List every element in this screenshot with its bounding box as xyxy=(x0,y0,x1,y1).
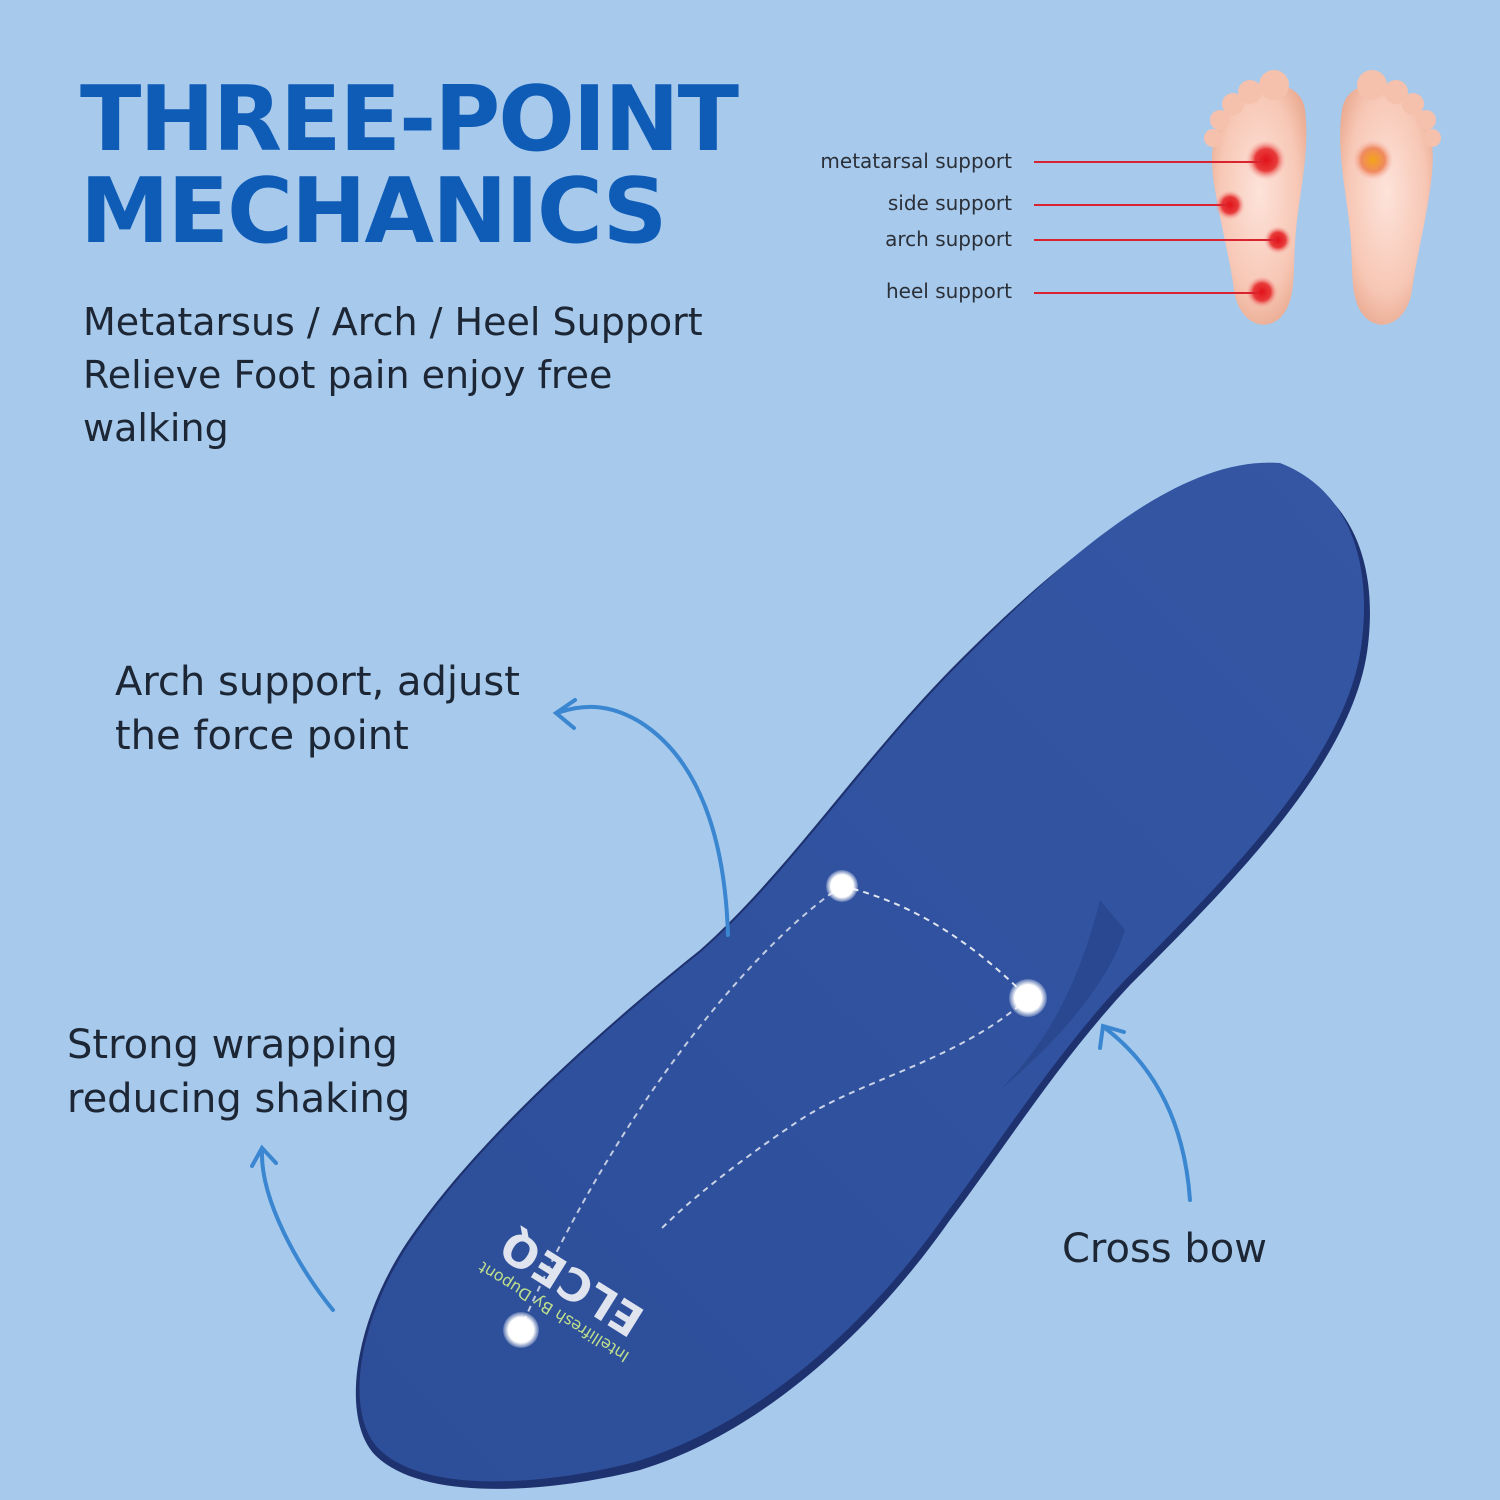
wrapping-callout: Strong wrapping reducing shaking xyxy=(67,1018,410,1126)
arch-support-callout: Arch support, adjust the force point xyxy=(115,655,520,763)
foot-diagram xyxy=(1034,70,1441,325)
headline-line-2: MECHANICS xyxy=(80,159,667,264)
crossbow-arrow xyxy=(1103,1026,1192,1202)
insole-surface xyxy=(359,462,1365,1482)
heel-point-marker xyxy=(503,1312,539,1348)
force-line-lower xyxy=(659,997,1029,1231)
subtitle-line-1: Metatarsus / Arch / Heel Support xyxy=(83,300,703,344)
insole: ELCEQ Intellifresh By Dupont xyxy=(355,462,1370,1489)
metatarsal-support-label: metatarsal support xyxy=(820,149,1012,173)
heel-support-label: heel support xyxy=(886,279,1012,303)
wrap-callout-line-1: Strong wrapping xyxy=(67,1022,398,1068)
force-line-left xyxy=(519,885,843,1331)
wrap-arrow-head xyxy=(250,1144,278,1168)
arch-point-marker xyxy=(826,870,858,902)
arch-callout-line-2: the force point xyxy=(115,713,409,759)
crossbow-arrow-head xyxy=(1098,1023,1126,1050)
cross-bow-label: Cross bow xyxy=(1062,1226,1267,1272)
crossbow-point-marker xyxy=(1009,979,1047,1017)
arch-callout-line-1: Arch support, adjust xyxy=(115,659,520,705)
subtitle-line-3: walking xyxy=(83,406,229,450)
arch-arrow-head xyxy=(552,698,577,730)
wrap-callout-line-2: reducing shaking xyxy=(67,1076,411,1122)
subtitle-line-2: Relieve Foot pain enjoy free xyxy=(83,353,613,397)
subtitle: Metatarsus / Arch / Heel Support Relieve… xyxy=(83,296,703,455)
headline: THREE-POINT MECHANICS xyxy=(80,67,739,264)
right-foot-image xyxy=(1340,70,1441,325)
left-foot-image xyxy=(1204,70,1307,325)
arch-support-label: arch support xyxy=(885,227,1012,251)
force-line-upper xyxy=(841,885,1029,999)
cross-bow-callout: Cross bow xyxy=(1062,1222,1267,1276)
headline-line-1: THREE-POINT xyxy=(80,67,739,172)
side-support-label: side support xyxy=(887,191,1012,215)
insole-arch-shadow xyxy=(1000,900,1125,1090)
callout-arrows xyxy=(250,698,1192,1312)
wrap-arrow xyxy=(259,1148,335,1312)
arch-arrow xyxy=(558,704,730,937)
